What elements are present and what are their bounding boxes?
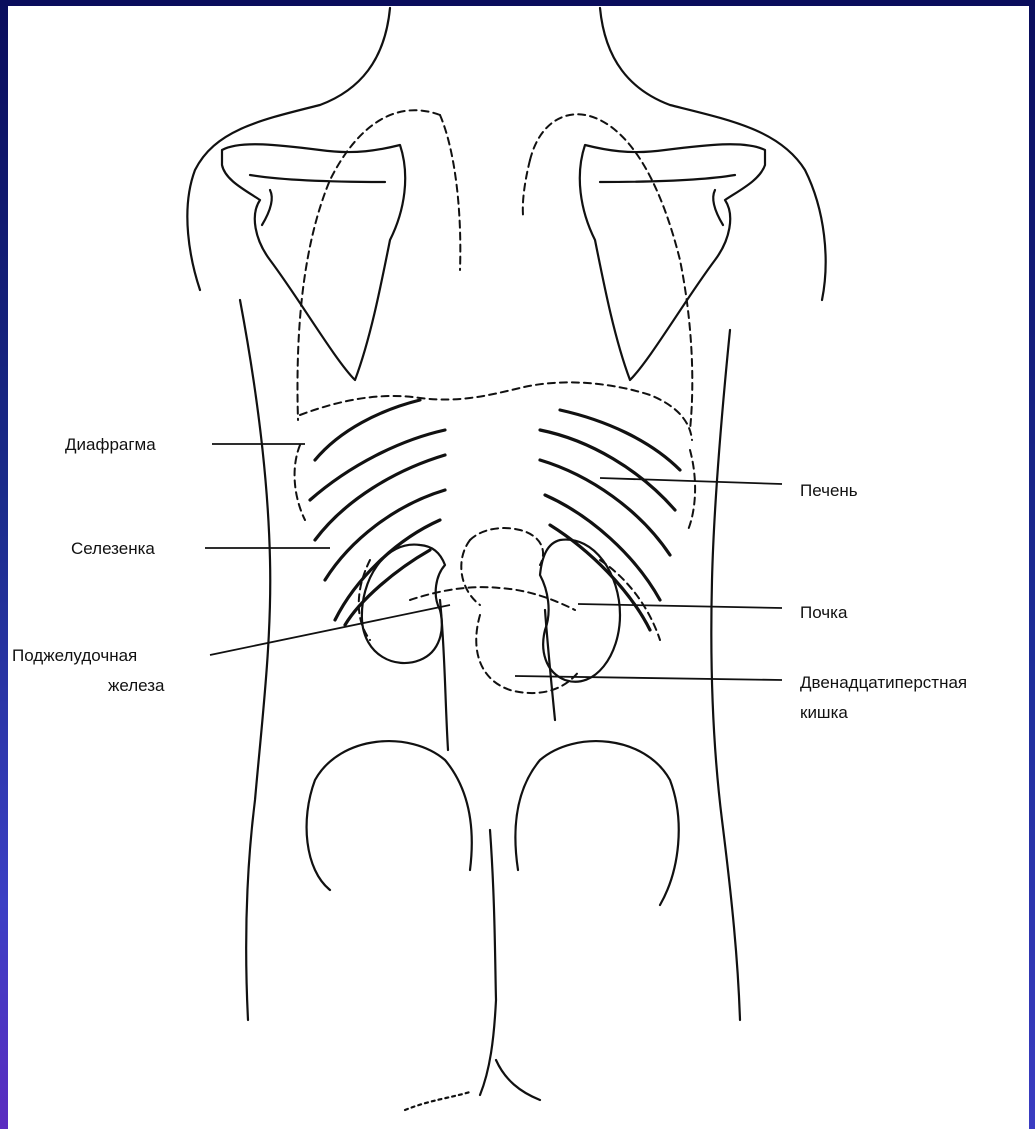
leader-duodenum: [515, 676, 782, 680]
lung-outlines: [297, 110, 692, 430]
leader-kidney: [578, 604, 782, 608]
body-outline: [187, 8, 825, 1110]
label-pancreas-line1: Поджелудочная: [12, 645, 137, 666]
label-duodenum-line1: Двенадцатиперстная: [800, 672, 967, 693]
label-kidney: Почка: [800, 602, 847, 623]
diaphragm-outline: [300, 382, 692, 440]
left-ribs: [295, 400, 445, 640]
kidneys: [362, 540, 620, 750]
label-pancreas-line2: железа: [108, 675, 165, 696]
label-spleen: Селезенка: [71, 538, 155, 559]
leader-pancreas: [210, 605, 450, 655]
pancreas-duodenum: [410, 528, 580, 693]
right-scapula: [580, 144, 765, 380]
left-scapula: [222, 144, 405, 380]
leader-liver: [600, 478, 782, 484]
label-diaphragm: Диафрагма: [65, 434, 156, 455]
label-duodenum-line2: кишка: [800, 702, 848, 723]
label-liver: Печень: [800, 480, 858, 501]
